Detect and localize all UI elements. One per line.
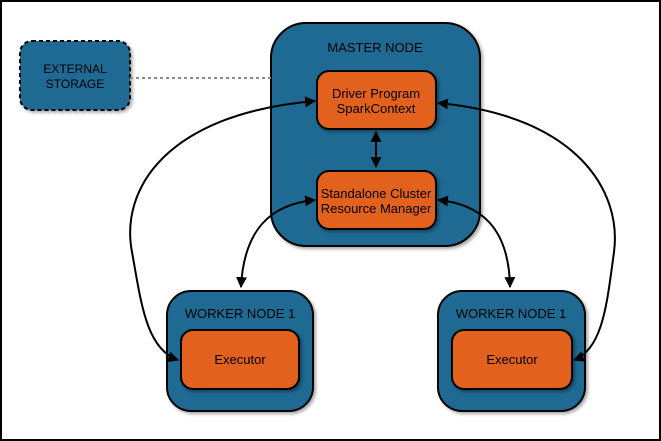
- external-storage-label-line2: STORAGE: [46, 77, 104, 91]
- driver-program-label-line2: SparkContext: [337, 101, 416, 116]
- external-storage-label-line1: EXTERNAL: [43, 62, 107, 76]
- worker-node-right: WORKER NODE 1 Executor: [437, 290, 586, 412]
- driver-program-label-line1: Driver Program: [332, 86, 420, 101]
- resource-manager-label-line2: Resource Manager: [321, 201, 432, 216]
- executor-right-label: Executor: [486, 352, 538, 367]
- connector-resource-manager-to-left-worker: [236, 195, 317, 289]
- external-storage-node: EXTERNAL STORAGE: [19, 40, 131, 111]
- resource-manager-shape: [316, 170, 437, 230]
- connector-resource-manager-to-right-worker: [436, 195, 516, 289]
- worker-node-left: WORKER NODE 1 Executor: [166, 290, 314, 412]
- external-storage-shape: [19, 40, 131, 111]
- driver-program-box: Driver Program SparkContext: [316, 70, 437, 130]
- connector-driver-program-to-left-executor: [129, 96, 317, 362]
- resource-manager-label-line1: Standalone Cluster: [321, 186, 432, 201]
- worker-node-right-title: WORKER NODE 1: [456, 306, 567, 321]
- resource-manager-box: Standalone Cluster Resource Manager: [316, 170, 437, 230]
- master-node-title: MASTER NODE: [327, 40, 423, 55]
- connector-driver-program-to-right-executor: [436, 98, 616, 362]
- driver-program-shape: [316, 70, 437, 130]
- executor-left-label: Executor: [214, 352, 266, 367]
- worker-node-left-title: WORKER NODE 1: [185, 306, 296, 321]
